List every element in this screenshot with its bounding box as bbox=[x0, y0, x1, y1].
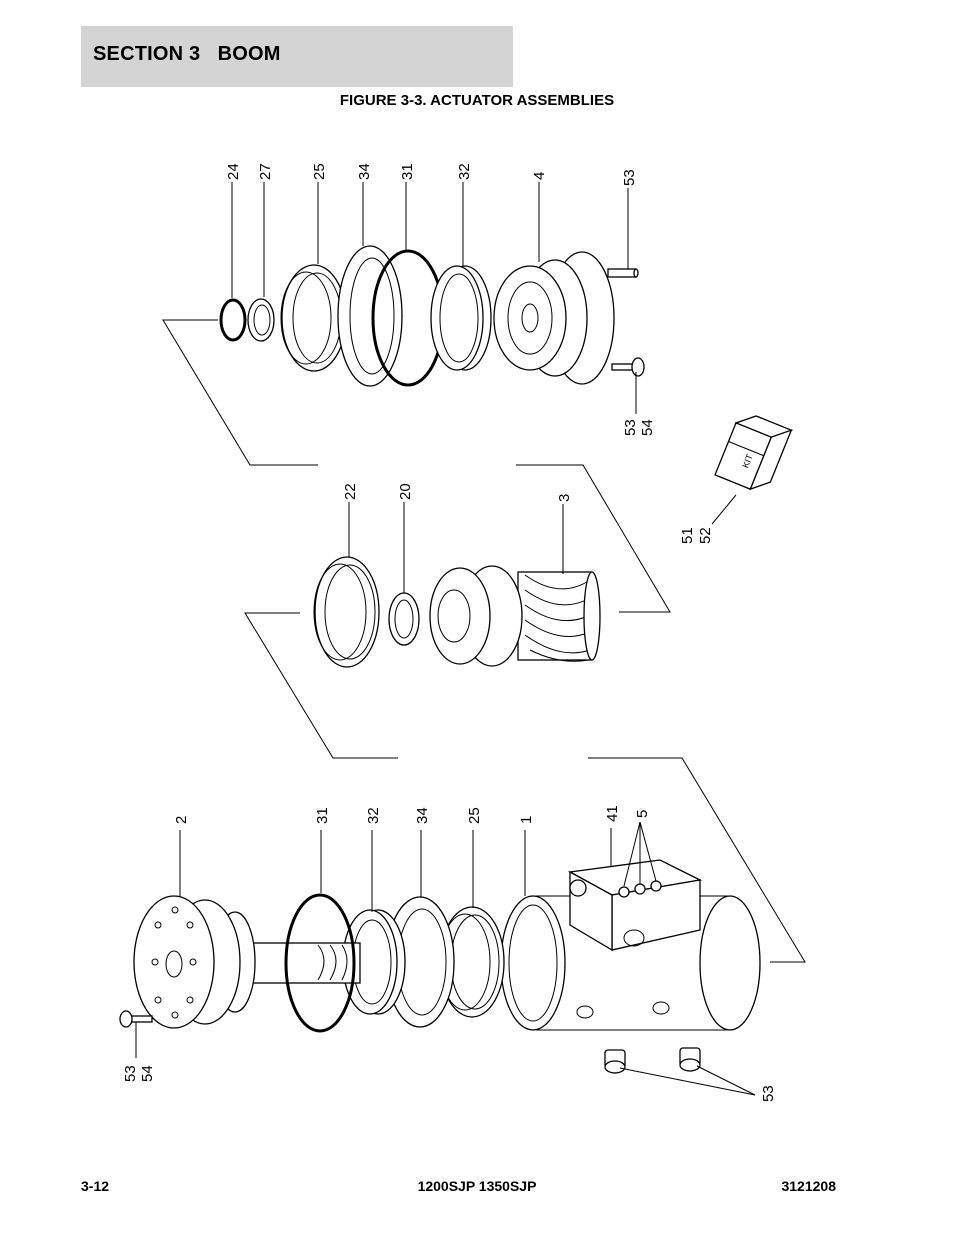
callout-34-bottom: 34 bbox=[414, 807, 431, 824]
callout-31-bottom: 31 bbox=[314, 807, 331, 824]
callout-41: 41 bbox=[604, 805, 621, 822]
callout-54-top-bolt: 54 bbox=[639, 419, 656, 436]
part-41-block bbox=[567, 859, 703, 952]
top-callout-labels: 24 27 25 34 31 32 4 53 53 54 bbox=[225, 163, 656, 436]
part-20-ring bbox=[388, 592, 420, 646]
document-number: 3121208 bbox=[781, 1178, 836, 1194]
top-connector-lines bbox=[162, 319, 671, 613]
part-34-ring bbox=[337, 245, 403, 387]
callout-25-bottom: 25 bbox=[466, 807, 483, 824]
model-numbers: 1200SJP 1350SJP bbox=[417, 1178, 537, 1194]
top-leader-lines bbox=[231, 182, 637, 414]
part-53-54-bolt-bottom bbox=[119, 1010, 153, 1028]
callout-27: 27 bbox=[257, 163, 274, 180]
part-53-pin-top bbox=[607, 268, 639, 278]
part-24-o-ring bbox=[219, 298, 247, 342]
bottom-leader-lines bbox=[135, 821, 756, 1096]
callout-53-bottom-left: 53 bbox=[122, 1065, 139, 1082]
callout-20: 20 bbox=[397, 483, 414, 500]
callout-25: 25 bbox=[311, 163, 328, 180]
part-32-bearing-bottom bbox=[342, 909, 406, 1015]
callout-2: 2 bbox=[173, 816, 190, 824]
callout-4: 4 bbox=[531, 172, 548, 180]
callout-24: 24 bbox=[225, 163, 242, 180]
part-22-seal bbox=[313, 556, 380, 668]
callout-54-bottom-left: 54 bbox=[139, 1065, 156, 1082]
part-2-end-cap-shaft bbox=[133, 895, 361, 1029]
callout-32-bottom: 32 bbox=[365, 807, 382, 824]
part-53-plugs bbox=[604, 1047, 701, 1074]
callout-3: 3 bbox=[556, 494, 573, 502]
callout-51: 51 bbox=[679, 527, 696, 544]
callout-22: 22 bbox=[342, 483, 359, 500]
part-1-housing bbox=[500, 895, 761, 1031]
bottom-callout-labels: 2 31 32 34 25 1 41 5 53 54 53 bbox=[122, 805, 777, 1102]
callout-34: 34 bbox=[356, 163, 373, 180]
middle-leader-lines bbox=[348, 502, 564, 593]
part-3-helical-shaft bbox=[429, 565, 601, 667]
section-title: SECTION 3 BOOM bbox=[93, 43, 281, 65]
callout-5: 5 bbox=[634, 810, 651, 818]
part-32-bearing bbox=[430, 265, 492, 371]
callout-31: 31 bbox=[399, 163, 416, 180]
callout-53-bottom-right: 53 bbox=[760, 1085, 777, 1102]
middle-connector-lines bbox=[244, 612, 806, 963]
middle-callout-labels: 22 20 3 bbox=[342, 483, 573, 502]
callout-53-top-bolt: 53 bbox=[622, 419, 639, 436]
section-header: SECTION 3 BOOM bbox=[81, 26, 513, 87]
callout-32: 32 bbox=[456, 163, 473, 180]
page-number: 3-12 bbox=[81, 1178, 110, 1194]
part-31-snap-ring-bottom bbox=[284, 893, 356, 1033]
part-4-end-cap bbox=[493, 251, 615, 385]
callout-1: 1 bbox=[518, 816, 535, 824]
part-51-52-kit-box: KIT bbox=[714, 415, 794, 491]
part-25-seal bbox=[280, 264, 347, 372]
callout-53-top: 53 bbox=[621, 169, 638, 186]
callout-52: 52 bbox=[697, 527, 714, 544]
part-53-54-bolt-top bbox=[611, 357, 645, 377]
figure-title: FIGURE 3-3. ACTUATOR ASSEMBLIES bbox=[339, 92, 615, 109]
part-27-ring bbox=[247, 298, 275, 342]
